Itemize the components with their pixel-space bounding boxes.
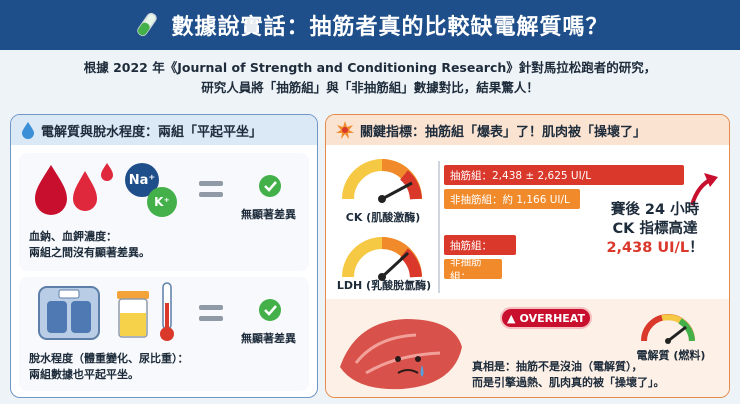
intro-text: 根據 2022 年《Journal of Strength and Condit…: [0, 58, 740, 98]
fire-icon: ▲: [507, 311, 516, 325]
electrolyte-card: Na⁺ K⁺ 無顯著差異 血鈉、血鉀濃度： 兩組之間沒有顯著差異。: [19, 153, 309, 271]
ck-label: CK (肌酸激酶): [345, 211, 421, 224]
truth-line-1: 真相是：抽筋不是沒油（電解質），: [472, 360, 643, 373]
bracket-divider: [438, 161, 440, 293]
intro-line-1: 根據 2022 年《Journal of Strength and Condit…: [83, 60, 657, 75]
equals-icon: [199, 305, 223, 321]
ck-cramp-bar: 抽筋組：2,438 ± 2,625 UI/L: [444, 165, 684, 185]
thermometer-icon: [160, 282, 174, 341]
electrolyte-result: 無顯著差異: [241, 208, 296, 221]
truth-line-2: 而是引擎過熱、肌肉真的被「操壞了」。: [472, 376, 665, 389]
dehydration-card: 無顯著差異 脫水程度（體重變化、尿比重）： 兩組數據也平起平坐。: [19, 277, 309, 391]
dehydration-caption-1: 脫水程度（體重變化、尿比重）：: [29, 352, 189, 365]
electrolyte-panel-header: 電解質與脫水程度：兩組「平起平坐」: [11, 115, 317, 145]
key-indicator-panel: 關鍵指標：抽筋組「爆表」了！肌肉被「操壞了」 CK (肌酸激酶) LDH (乳酸…: [325, 114, 730, 398]
explosion-icon: [336, 121, 354, 139]
ck-callout: 賽後 24 小時 CK 指標高達 2,438 UI/L！: [606, 202, 704, 256]
key-indicator-panel-header: 關鍵指標：抽筋組「爆表」了！肌肉被「操壞了」: [326, 115, 729, 145]
fuel-gauge-icon: [641, 314, 695, 344]
water-drop-icon: [22, 122, 34, 139]
scale-icon: [38, 286, 100, 340]
electrolyte-caption-2: 兩組之間沒有顯著差異。: [29, 246, 150, 259]
overheat-badge: ▲ OVERHEAT: [500, 307, 592, 329]
blood-drops-icon: [35, 163, 113, 215]
header-banner: 數據說實話：抽筋者真的比較缺電解質嗎？: [0, 0, 740, 50]
up-arrow-icon: [690, 173, 718, 206]
intro-line-2: 研究人員將「抽筋組」與「非抽筋組」數據對比，結果驚人！: [201, 80, 539, 95]
electrolyte-panel: 電解質與脫水程度：兩組「平起平坐」 Na⁺ K⁺ 無顯著差異 血鈉、血鉀濃度： …: [10, 114, 318, 398]
dehydration-caption-2: 兩組數據也平起平坐。: [29, 368, 139, 381]
dehydration-result: 無顯著差異: [241, 332, 296, 345]
page-title: 數據說實話：抽筋者真的比較缺電解質嗎？: [171, 15, 609, 40]
ldh-noncramp-bar: 非抽筋組：: [444, 256, 502, 283]
fuel-label: 電解質 (燃料): [636, 349, 706, 362]
ck-callout-value: 2,438 UI/L: [606, 240, 690, 256]
urine-sample-icon: [117, 291, 149, 338]
electrolyte-panel-title: 電解質與脫水程度：兩組「平起平坐」: [41, 124, 263, 140]
test-tube-icon: [137, 12, 158, 37]
ck-gauge-icon: [342, 159, 422, 203]
check-icon: [259, 175, 281, 197]
check-icon: [259, 299, 281, 321]
ldh-cramp-bar: 抽筋組：: [444, 235, 516, 255]
electrolyte-caption-1: 血鈉、血鉀濃度：: [29, 230, 117, 243]
potassium-ion-icon: K⁺: [147, 187, 177, 217]
ck-noncramp-bar: 非抽筋組：約 1,166 UI/L: [444, 189, 580, 209]
ldh-gauge-icon: [342, 237, 422, 281]
ldh-label: LDH (乳酸脫氫酶): [336, 279, 432, 292]
equals-icon: [199, 181, 223, 197]
tired-muscle-icon: [340, 319, 462, 390]
key-indicator-panel-title: 關鍵指標：抽筋組「爆表」了！肌肉被「操壞了」: [360, 124, 647, 140]
sodium-ion-icon: Na⁺: [125, 163, 159, 197]
